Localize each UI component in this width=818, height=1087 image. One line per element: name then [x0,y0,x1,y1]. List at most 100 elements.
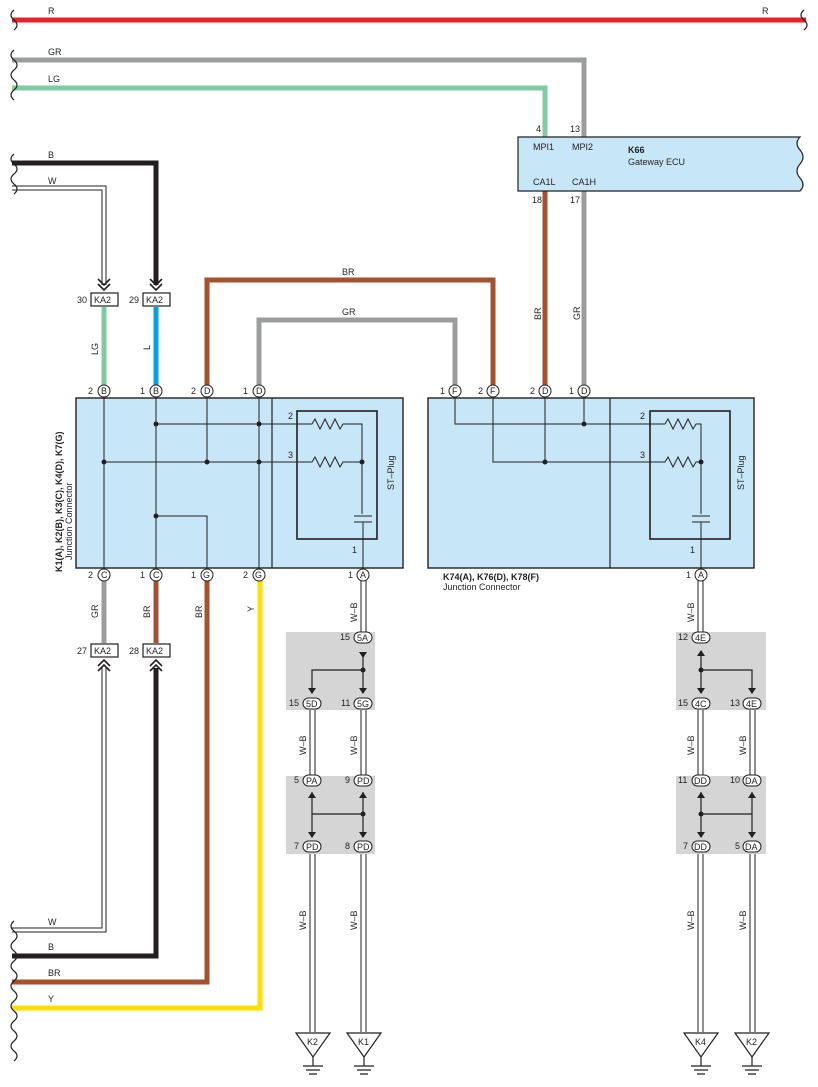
svg-text:2: 2 [288,411,293,421]
ground-label-2: K4 [695,1037,706,1047]
wire-gr-top [12,57,587,137]
ecu-mpi1: MPI1 [533,142,554,152]
splice-blocks: 15 5A 15 5D 11 5G 5 PA 9 PD 7 PD 8 PD 12 [286,631,766,854]
svg-text:11: 11 [341,698,350,708]
wb-left-4 [309,850,316,1032]
ecu-ca1l: CA1L [533,177,556,187]
wire-label-b-top: B [48,150,54,160]
jc-left-st-plug-label: ST–Plug [386,455,396,490]
wb-left-3 [360,705,367,782]
ka2-28-arrow [149,658,163,672]
svg-text:11: 11 [678,775,687,785]
wire-label-y: Y [246,606,256,612]
wire-label-l: L [142,345,152,350]
splice-left-upper [286,632,375,710]
jc-right-desc: Junction Connector [443,582,521,592]
ground-label-1: K1 [358,1037,369,1047]
svg-text:DA: DA [745,842,758,852]
jc-left-desc: Junction Connector [64,482,74,560]
wire-gr-arch [256,317,458,390]
wire-b-bottom [12,668,159,959]
wire-label-w-top: W [48,176,57,186]
svg-text:D: D [204,386,211,396]
wire-labels: R R GR LG B W BR GR BR GR LG L GR BR BR … [48,6,769,1004]
wire-br-g [12,580,210,985]
ka2-30-pin: 30 [77,295,87,305]
splice-left-labels: 15 5A 15 5D 11 5G 5 PA 9 PD 7 PD 8 PD [289,631,373,853]
svg-text:F: F [490,386,496,396]
ecu-pin-13: 13 [570,124,580,134]
svg-text:4E: 4E [695,633,706,643]
svg-text:DD: DD [694,776,707,786]
svg-text:A: A [698,570,704,580]
svg-text:9: 9 [345,775,350,785]
wb-right-3 [749,705,756,782]
jc-right-st-plug-label: ST–Plug [736,455,746,490]
svg-text:1: 1 [243,386,248,396]
wire-label-wb-r3: W–B [738,735,748,755]
ka2-29-pin: 29 [129,295,139,305]
wire-label-gr-bottom: GR [90,604,100,618]
ka2-27-pin: 27 [77,646,87,656]
wire-label-br-g: BR [194,605,204,618]
ka2-29-label: KA2 [146,295,163,305]
wire-label-lg-mid: LG [90,343,100,355]
svg-text:1: 1 [569,386,574,396]
wire-y [12,580,263,1011]
wire-w-bottom-outline [12,668,107,933]
wire-w-top [12,186,106,285]
wire-label-br-arch: BR [342,267,355,277]
wb-right-4 [697,850,704,1032]
wire-lg-top [12,85,548,137]
wire-label-lg-top: LG [48,74,60,84]
svg-text:2: 2 [88,386,93,396]
ecu-pin-18: 18 [532,195,542,205]
svg-text:D: D [542,386,549,396]
wire-label-wb-r4: W–B [686,910,696,930]
svg-text:1: 1 [348,570,353,580]
wire-label-br-ca1l: BR [533,307,543,320]
wire-w-top-outline [12,185,107,285]
junction-connector-left: ST–Plug K1(A), K2(B), K3(C), K4(D), K7(G… [54,384,404,582]
ka2-30-label: KA2 [94,295,111,305]
svg-text:PD: PD [306,842,319,852]
wire-label-wb-l4: W–B [298,910,308,930]
ka2-30-box [90,292,119,307]
ecu-desc: Gateway ECU [628,157,685,167]
ecu-ca1h: CA1H [572,177,596,187]
jc-left-name: K1(A), K2(B), K3(C), K4(D), K7(G) [54,431,64,572]
gateway-ecu: K66 Gateway ECU MPI1 MPI2 CA1L CA1H 4 13… [517,124,804,205]
white-wires [12,185,107,933]
svg-text:5A: 5A [357,633,368,643]
ground-k4 [682,1032,720,1075]
wire-label-gr-top: GR [48,47,62,57]
svg-text:1: 1 [440,386,445,396]
svg-text:G: G [255,570,262,580]
ka2-29-arrow [149,278,163,292]
ground-label-3: K2 [746,1037,757,1047]
jc-left-pins-top: 2 B 1 B 2 D 1 D [88,384,266,398]
wire-label-wb-l5: W–B [349,910,359,930]
svg-text:3: 3 [288,450,293,460]
svg-text:DD: DD [694,842,707,852]
wb-right-5 [749,850,756,1032]
ecu-mpi2: MPI2 [572,142,593,152]
svg-text:A: A [360,570,366,580]
svg-text:D: D [256,386,263,396]
splice-right-upper [676,632,766,710]
wb-right-2 [697,705,704,782]
ka2-connectors: KA2 KA2 30 29 KA2 KA2 27 28 [77,278,171,672]
svg-text:D: D [581,386,588,396]
wire-label-r-right: R [762,6,769,16]
svg-text:15: 15 [289,698,299,708]
wb-wires [309,580,756,1032]
ecu-pin-4: 4 [536,124,541,134]
jc-right-st-plug [649,410,731,540]
grounds [294,1032,771,1075]
svg-text:4C: 4C [695,699,707,709]
wires [12,17,806,1011]
svg-text:2: 2 [191,386,196,396]
svg-text:10: 10 [730,775,740,785]
svg-text:2: 2 [530,386,535,396]
ground-k2-left [294,1032,332,1075]
